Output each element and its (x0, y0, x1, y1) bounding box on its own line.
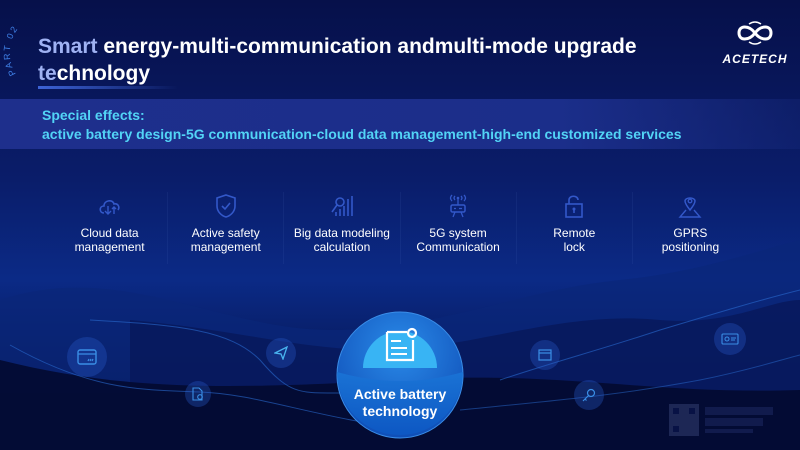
card-icon (77, 349, 97, 365)
logo-text: ACETECH (722, 52, 788, 66)
title-line2: chnology (56, 62, 151, 85)
feature-label: 5G system (429, 226, 487, 240)
special-effects-list: active battery design-5G communication-c… (42, 126, 682, 142)
window-node (530, 340, 560, 370)
logo: ACETECH (722, 20, 788, 66)
key-icon (582, 388, 596, 402)
data-chart-icon (331, 196, 353, 216)
feature-label: lock (563, 240, 585, 254)
svg-text:PART 02: PART 02 (2, 23, 20, 78)
active-battery-sphere (336, 311, 464, 439)
feature-label: Big data modeling (293, 226, 390, 240)
center-label-line2: technology (362, 403, 438, 419)
title-underline (38, 86, 178, 89)
feature-label: Active safety (191, 226, 260, 240)
send-node (266, 338, 296, 368)
feature-label: management (190, 240, 261, 254)
document-gear-icon (385, 327, 418, 362)
cloud-icon (99, 200, 120, 215)
location-pin-icon (678, 197, 702, 218)
send-icon (274, 346, 288, 360)
feature-label: management (74, 240, 145, 254)
router-icon (449, 194, 467, 218)
qr-watermark (669, 404, 773, 436)
special-effects-band (0, 99, 800, 149)
title-line2-highlight: te (38, 62, 57, 85)
title-highlight: Smart (38, 35, 98, 58)
card-node (67, 337, 107, 377)
feature-label: GPRS (673, 226, 708, 240)
id-card-node (714, 323, 746, 355)
document-node (185, 381, 211, 407)
special-effects-heading: Special effects: (42, 107, 145, 123)
feature-label: Communication (416, 240, 500, 254)
window-icon (538, 349, 552, 361)
key-node (574, 380, 604, 410)
special-effects-text: Special effects: active battery design-5… (42, 106, 681, 144)
logo-icon (737, 21, 773, 45)
feature-label: Cloud data (80, 226, 139, 240)
part-label: PART 02 (2, 23, 18, 78)
title-text: energy-multi-communication andmulti-mode… (97, 35, 637, 58)
feature-label: positioning (661, 240, 720, 254)
shield-check-icon (215, 194, 236, 218)
unlock-icon (565, 195, 584, 218)
id-card-icon (721, 333, 739, 345)
page-title: Smart energy-multi-communication andmult… (38, 33, 678, 87)
active-battery-label: Active battery technology (335, 386, 465, 420)
feature-label: Remote (553, 226, 596, 240)
center-label-line1: Active battery (353, 386, 447, 402)
part-label-arc: PART 02 (2, 23, 20, 78)
feature-label: calculation (313, 240, 371, 254)
document-search-icon (192, 387, 203, 401)
